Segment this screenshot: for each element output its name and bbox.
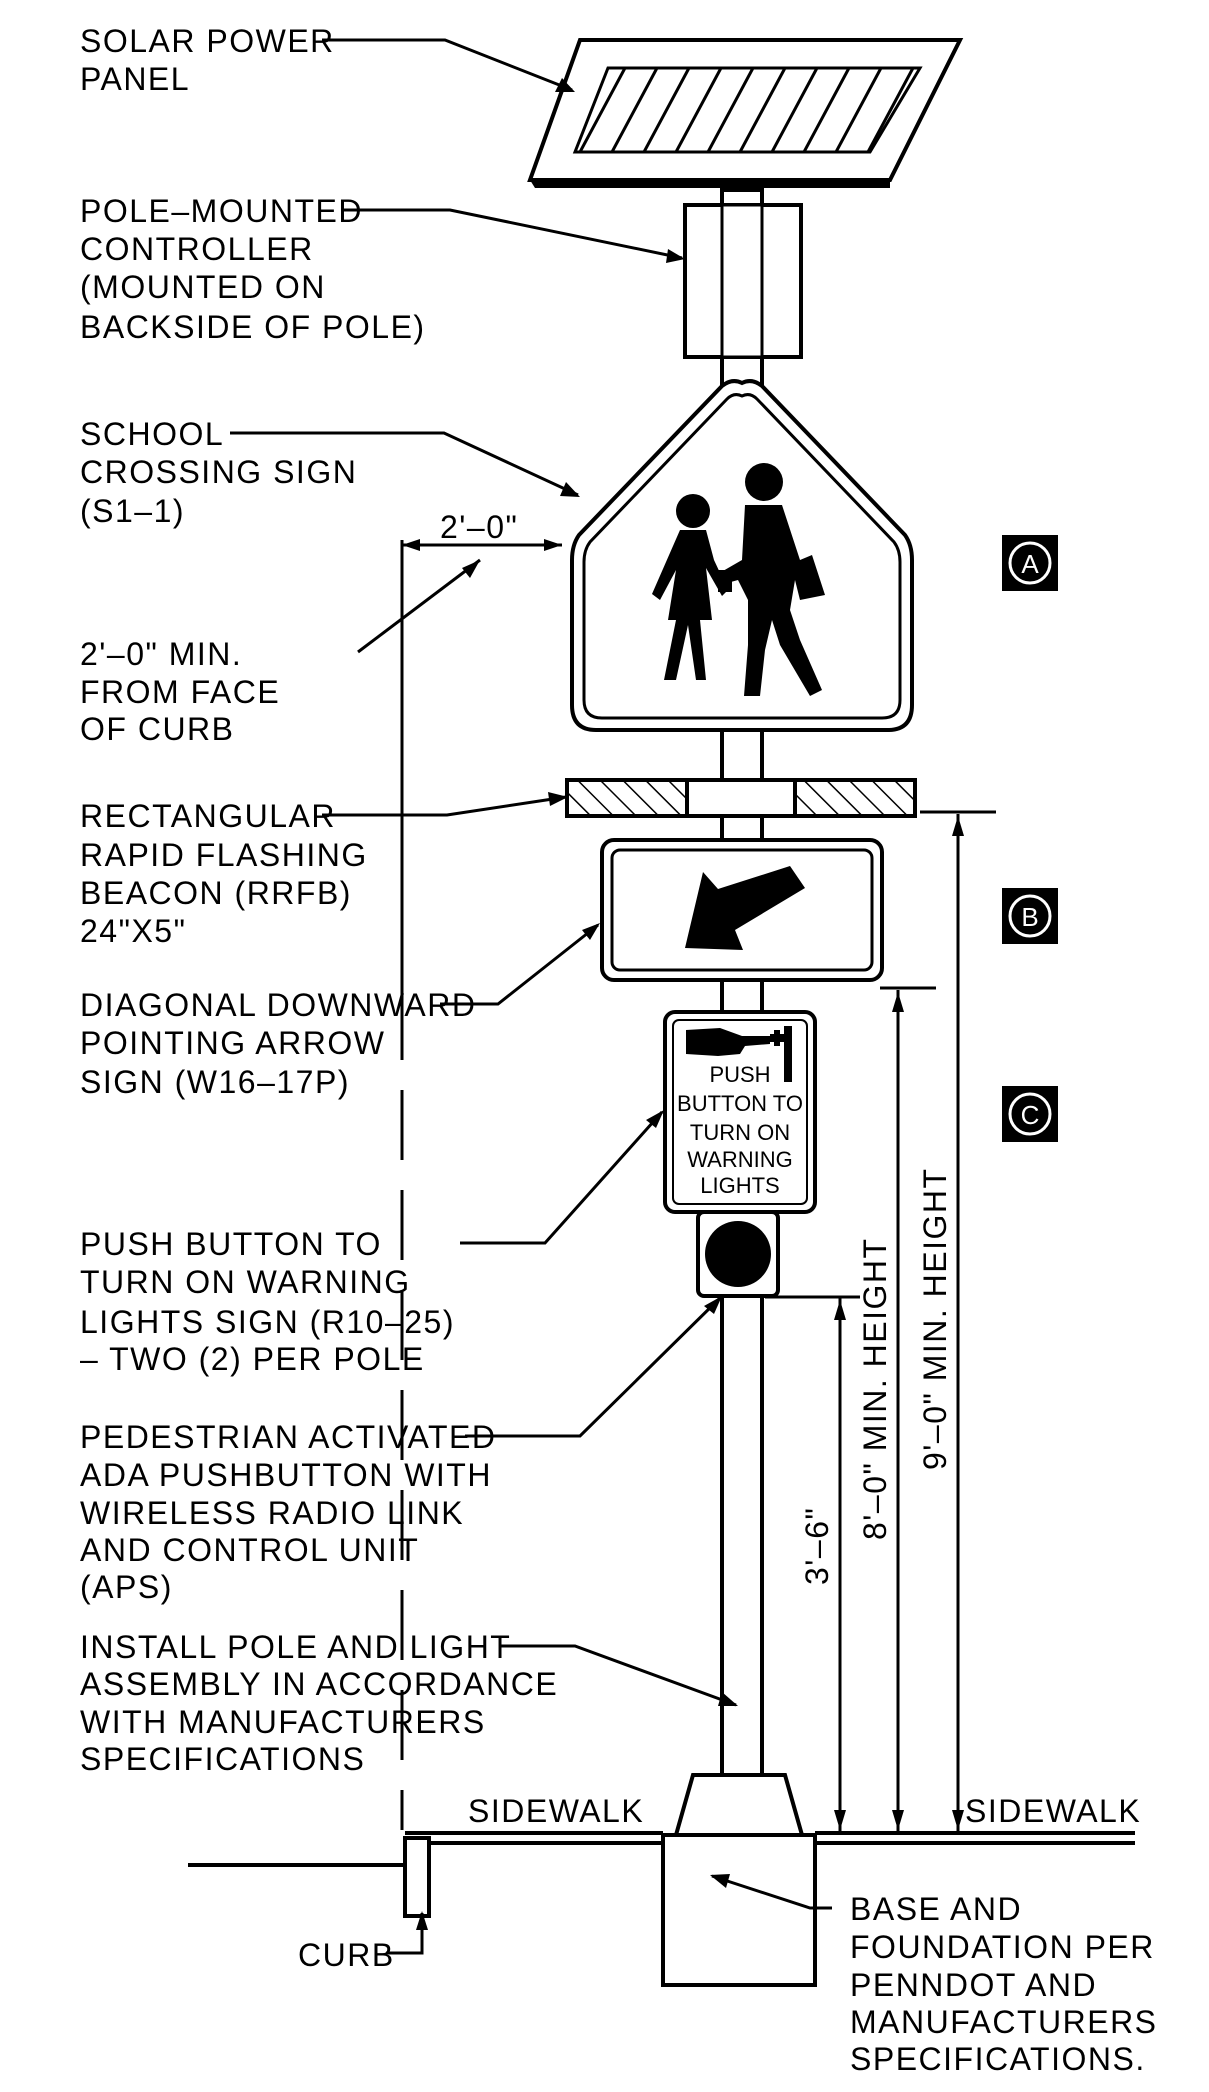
label-line: POINTING ARROW — [80, 1025, 385, 1061]
label-line: BEACON (RRFB) — [80, 875, 352, 911]
label-line: PEDESTRIAN ACTIVATED — [80, 1419, 496, 1455]
push-sign-line: WARNING — [687, 1147, 793, 1172]
sidewalk-and-curb — [188, 1831, 1135, 1918]
label-install: INSTALL POLE AND LIGHT ASSEMBLY IN ACCOR… — [80, 1629, 558, 1777]
pole-mounted-controller — [683, 203, 803, 359]
label-line: WIRELESS RADIO LINK — [80, 1495, 464, 1531]
label-rrfb: RECTANGULAR RAPID FLASHING BEACON (RRFB)… — [80, 798, 368, 949]
label-line: SIGN (W16–17P) — [80, 1064, 350, 1100]
school-children-icon — [652, 463, 825, 696]
label-aps: PEDESTRIAN ACTIVATED ADA PUSHBUTTON WITH… — [80, 1419, 496, 1605]
school-crossing-sign — [570, 379, 914, 732]
label-sidewalk-right: SIDEWALK — [965, 1793, 1141, 1829]
label-line: AND CONTROL UNIT — [80, 1532, 419, 1568]
label-line: SCHOOL — [80, 416, 224, 452]
label-line: PUSH BUTTON TO — [80, 1226, 382, 1262]
callout-b-letter: B — [1021, 902, 1038, 932]
solar-panel — [527, 38, 964, 188]
label-line: 24"X5" — [80, 913, 186, 949]
label-line: FROM FACE — [80, 674, 280, 710]
label-line: WITH MANUFACTURERS — [80, 1704, 486, 1740]
label-sidewalk-left: SIDEWALK — [468, 1793, 644, 1829]
label-line: CROSSING SIGN — [80, 454, 357, 490]
label-line: (S1–1) — [80, 493, 185, 529]
diagonal-arrow-icon — [685, 866, 805, 950]
label-line: DIAGONAL DOWNWARD — [80, 987, 476, 1023]
label-line: – TWO (2) PER POLE — [80, 1341, 425, 1377]
label-line: OF CURB — [80, 711, 235, 747]
push-sign-line: LIGHTS — [700, 1173, 779, 1198]
callout-a: A — [1002, 535, 1058, 591]
label-line: (APS) — [80, 1569, 173, 1605]
leader-lines — [230, 38, 832, 1955]
label-line: CONTROLLER — [80, 231, 314, 267]
label-line: SOLAR POWER — [80, 23, 335, 59]
label-dim-8-0: 8'–0" MIN. HEIGHT — [857, 1237, 893, 1540]
label-school-sign: SCHOOL CROSSING SIGN (S1–1) — [80, 416, 357, 529]
label-controller: POLE–MOUNTED CONTROLLER (MOUNTED ON BACK… — [80, 193, 426, 345]
aps-pushbutton — [696, 1210, 780, 1298]
push-sign-line: TURN ON — [690, 1120, 790, 1145]
label-line: SPECIFICATIONS — [80, 1741, 365, 1777]
label-line: POLE–MOUNTED — [80, 193, 363, 229]
label-line: PANEL — [80, 61, 190, 97]
label-line: FOUNDATION PER — [850, 1929, 1155, 1965]
callout-a-letter: A — [1021, 549, 1039, 579]
label-dim-3-6: 3'–6" — [799, 1507, 835, 1585]
label-line: RECTANGULAR — [80, 798, 336, 834]
diagonal-arrow-sign — [600, 838, 884, 982]
callout-c: C — [1002, 1086, 1058, 1142]
label-line: TURN ON WARNING — [80, 1264, 411, 1300]
label-offset-dimension: 2'–0" — [440, 509, 518, 545]
push-sign-text: PUSH BUTTON TO TURN ON WARNING LIGHTS — [677, 1062, 803, 1198]
label-push-sign: PUSH BUTTON TO TURN ON WARNING LIGHTS SI… — [80, 1226, 455, 1377]
label-line: LIGHTS SIGN (R10–25) — [80, 1304, 455, 1340]
label-line: RAPID FLASHING — [80, 837, 368, 873]
callout-b: B — [1002, 888, 1058, 944]
label-dim-9-0: 9'–0" MIN. HEIGHT — [917, 1167, 953, 1470]
label-line: 2'–0" MIN. — [80, 636, 242, 672]
push-sign-line: PUSH — [709, 1062, 770, 1087]
label-line: INSTALL POLE AND LIGHT — [80, 1629, 511, 1665]
pointing-hand-icon — [686, 1026, 792, 1082]
label-line: PENNDOT AND — [850, 1967, 1097, 2003]
label-line: ASSEMBLY IN ACCORDANCE — [80, 1666, 558, 1702]
label-offset-note: 2'–0" MIN. FROM FACE OF CURB — [80, 636, 280, 747]
label-line: ADA PUSHBUTTON WITH — [80, 1457, 492, 1493]
label-line: BACKSIDE OF POLE) — [80, 309, 426, 345]
label-arrow-sign: DIAGONAL DOWNWARD POINTING ARROW SIGN (W… — [80, 987, 476, 1100]
label-line: SPECIFICATIONS. — [850, 2041, 1146, 2077]
label-base: BASE AND FOUNDATION PER PENNDOT AND MANU… — [850, 1891, 1158, 2077]
label-curb: CURB — [298, 1937, 395, 1973]
push-sign-line: BUTTON TO — [677, 1091, 803, 1116]
callout-c-letter: C — [1021, 1100, 1040, 1130]
label-line: MANUFACTURERS — [850, 2004, 1158, 2040]
label-line: BASE AND — [850, 1891, 1022, 1927]
curb-offset-dimension — [357, 539, 562, 1830]
label-solar-panel: SOLAR POWER PANEL — [80, 23, 335, 97]
rrfb-light-bar — [565, 778, 917, 818]
pole-base — [661, 1773, 817, 1987]
label-line: (MOUNTED ON — [80, 269, 326, 305]
height-dimensions — [765, 810, 996, 1832]
push-button-sign: PUSH BUTTON TO TURN ON WARNING LIGHTS — [663, 1010, 817, 1214]
